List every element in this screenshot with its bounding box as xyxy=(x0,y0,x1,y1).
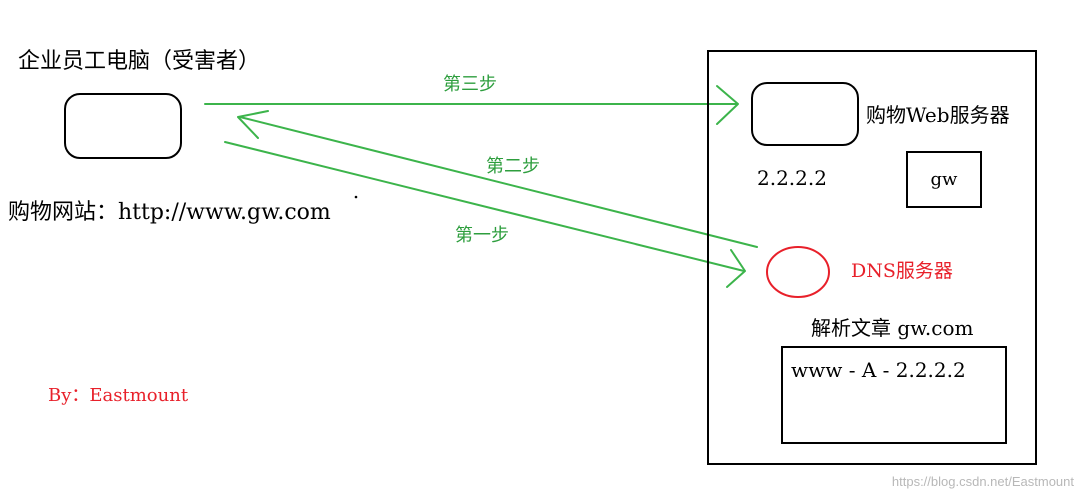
web-server-ip: 2.2.2.2 xyxy=(757,166,827,190)
arrow-step2 xyxy=(237,110,758,248)
step3-label: 第三步 xyxy=(443,74,497,95)
victim-computer-box xyxy=(64,93,182,159)
step1-label: 第一步 xyxy=(455,225,509,246)
shopping-site-url: 购物网站：http://www.gw.com xyxy=(8,200,331,225)
dns-server-circle xyxy=(766,246,830,298)
victim-title: 企业员工电脑（受害者） xyxy=(18,49,261,74)
arrow-step1 xyxy=(224,141,746,288)
dns-record-box: www - A - 2.2.2.2 xyxy=(781,346,1007,444)
watermark: https://blog.csdn.net/Eastmount xyxy=(891,474,1074,489)
author-credit: By：Eastmount xyxy=(48,385,189,406)
gw-site-box: gw xyxy=(906,151,982,208)
web-server-box xyxy=(751,82,859,146)
dns-resolve-label: 解析文章 gw.com xyxy=(811,316,974,340)
dns-server-label: DNS服务器 xyxy=(851,260,953,282)
gw-site-label: gw xyxy=(930,168,958,190)
arrow-step3 xyxy=(204,85,739,125)
web-server-label: 购物Web服务器 xyxy=(866,103,1010,127)
step2-label: 第二步 xyxy=(486,156,540,177)
server-region-box xyxy=(707,50,1037,465)
stray-dot xyxy=(354,195,358,199)
dns-record-text: www - A - 2.2.2.2 xyxy=(791,358,966,382)
